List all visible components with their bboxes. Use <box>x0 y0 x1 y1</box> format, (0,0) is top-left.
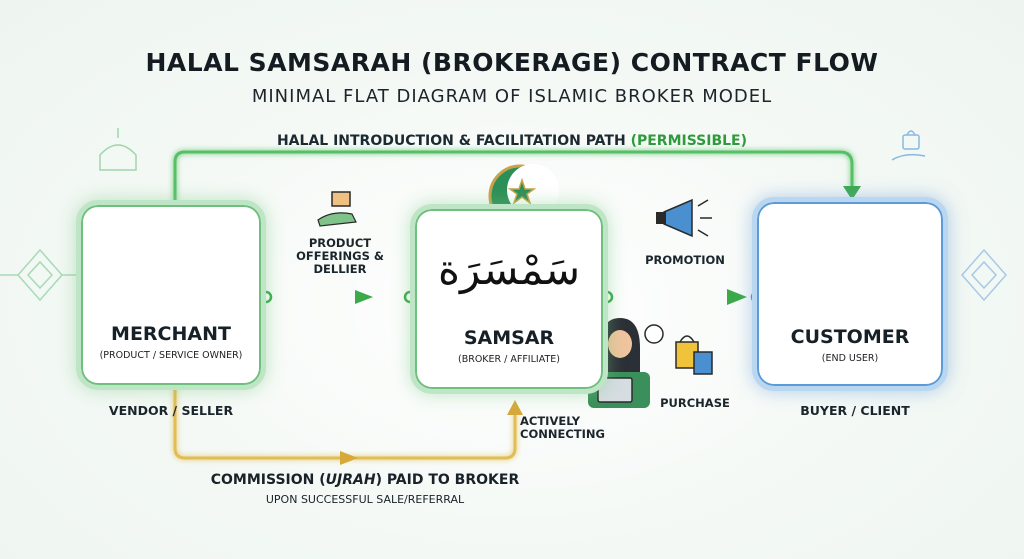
merchant-sub: (PRODUCT / SERVICE OWNER) <box>99 350 243 361</box>
page-subtitle: MINIMAL FLAT DIAGRAM OF ISLAMIC BROKER M… <box>251 86 773 107</box>
offer-line1: PRODUCT <box>308 236 372 250</box>
megaphone-icon <box>656 198 712 238</box>
commission-prefix: COMMISSION ( <box>210 472 326 488</box>
top-path-arrow <box>173 150 854 202</box>
broker-avatar-icon <box>588 318 664 408</box>
customer-box: CUSTOMER (END USER) <box>752 197 948 391</box>
right-ornament <box>961 248 1007 302</box>
left-ornament <box>0 248 80 302</box>
samsar-action-line1: ACTIVELY <box>520 414 581 428</box>
commission-mid-arrowhead <box>340 451 358 465</box>
samsar-sub: (BROKER / AFFILIATE) <box>458 354 560 365</box>
top-path-text: HALAL INTRODUCTION & FACILITATION PATH <box>276 133 626 149</box>
commission-detail: UPON SUCCESSFUL SALE/REFERRAL <box>265 493 465 506</box>
box-handover-icon <box>317 191 357 227</box>
mosque-outline-icon <box>99 128 137 171</box>
commission-suffix: ) PAID TO BROKER <box>375 472 520 488</box>
offer-arrowhead <box>355 290 373 304</box>
top-path-label: HALAL INTRODUCTION & FACILITATION PATH (… <box>0 133 1024 149</box>
commission-label: COMMISSION (UJRAH) PAID TO BROKER <box>150 472 580 488</box>
top-path-arrowhead <box>843 186 861 200</box>
offer-line2: OFFERINGS & <box>296 249 384 263</box>
purchase-label: PURCHASE <box>660 396 730 410</box>
samsar-action: ACTIVELY CONNECTING <box>520 415 640 441</box>
merchant-role: VENDOR / SELLER <box>108 403 234 418</box>
page-title: HALAL SAMSARAH (BROKERAGE) CONTRACT FLOW <box>145 48 879 77</box>
customer-sub: (END USER) <box>821 353 879 364</box>
merchant-name: MERCHANT <box>111 323 231 345</box>
promotion-label: PROMOTION <box>645 253 725 267</box>
commission-path <box>173 386 517 460</box>
samsar-action-line2: CONNECTING <box>520 427 605 441</box>
purchase-bags-icon <box>675 335 713 375</box>
customer-role: BUYER / CLIENT <box>800 403 910 418</box>
samsar-arabic: سَمْسَرَة <box>437 245 581 294</box>
customer-name: CUSTOMER <box>790 326 910 348</box>
commission-ujrah: UJRAH <box>325 472 376 488</box>
promotion-arrowhead <box>727 289 747 305</box>
merchant-box: MERCHANT (PRODUCT / SERVICE OWNER) <box>76 200 266 390</box>
samsar-box: سَمْسَرَة SAMSAR (BROKER / AFFILIATE) <box>410 204 608 394</box>
offer-label: PRODUCT OFFERINGS & DELLIER <box>280 237 400 276</box>
hand-bag-icon <box>891 130 926 161</box>
offer-line3: DELLIER <box>313 262 367 276</box>
samsar-name: SAMSAR <box>463 327 555 349</box>
commission-up-arrowhead <box>507 400 523 415</box>
top-path-permissible: (PERMISSIBLE) <box>630 133 748 149</box>
